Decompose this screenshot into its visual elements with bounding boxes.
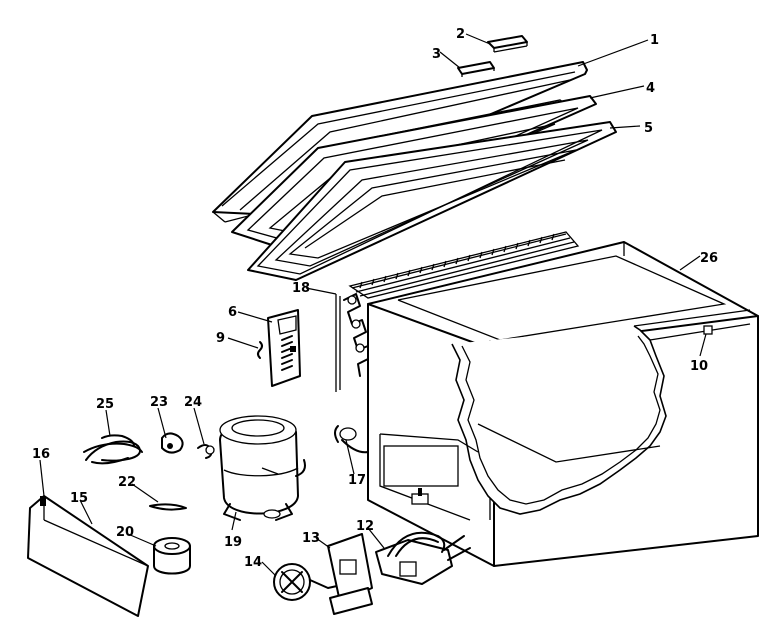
condenser-coil-part-18 — [335, 231, 580, 392]
callout-3: 3 — [432, 47, 441, 62]
callout-19: 19 — [224, 535, 242, 550]
callout-22: 22 — [118, 475, 136, 490]
lid-gasket-part-5 — [247, 121, 617, 281]
callout-18: 18 — [292, 281, 310, 296]
drain-plug-part-14 — [273, 563, 347, 601]
callout-25: 25 — [96, 397, 114, 412]
control-assembly-part-12 — [375, 488, 471, 585]
wire-harness-part-25 — [83, 434, 143, 465]
leader-lines — [39, 33, 707, 577]
hinge-cover-part-2 — [487, 35, 528, 53]
callout-5: 5 — [644, 121, 653, 136]
drain-tube-part-17 — [334, 425, 369, 454]
callout-23: 23 — [150, 395, 168, 410]
callout-4: 4 — [646, 81, 655, 96]
callout-13: 13 — [302, 531, 320, 546]
grommet-part-20 — [153, 537, 191, 575]
thermostat-bracket-part-6 — [267, 309, 301, 387]
compressor-part-19 — [219, 415, 306, 521]
callout-14: 14 — [244, 555, 262, 570]
callout-1: 1 — [650, 33, 659, 48]
callout-24: 24 — [184, 395, 202, 410]
callout-17: 17 — [348, 473, 366, 488]
callout-6: 6 — [228, 305, 237, 320]
callout-12: 12 — [356, 519, 374, 534]
callout-26: 26 — [700, 251, 718, 266]
callout-15: 15 — [70, 491, 88, 506]
callout-9: 9 — [216, 331, 225, 346]
cabinet-part-26 — [367, 241, 759, 567]
kickplate-part-15 — [27, 495, 149, 617]
hinge-cover-part-3 — [457, 61, 495, 77]
wire-part-22 — [149, 503, 187, 511]
callout-16: 16 — [32, 447, 50, 462]
relay-part-24 — [197, 444, 215, 459]
bracket-part-13 — [327, 533, 373, 615]
clip-part-16 — [40, 496, 46, 506]
callout-labels: 1 2 3 4 5 6 9 10 12 13 14 15 16 17 18 19… — [32, 27, 718, 570]
callout-2: 2 — [456, 27, 465, 42]
overload-part-23 — [161, 432, 184, 454]
screw-part-9 — [257, 341, 263, 359]
callout-20: 20 — [116, 525, 134, 540]
callout-10: 10 — [690, 359, 708, 374]
